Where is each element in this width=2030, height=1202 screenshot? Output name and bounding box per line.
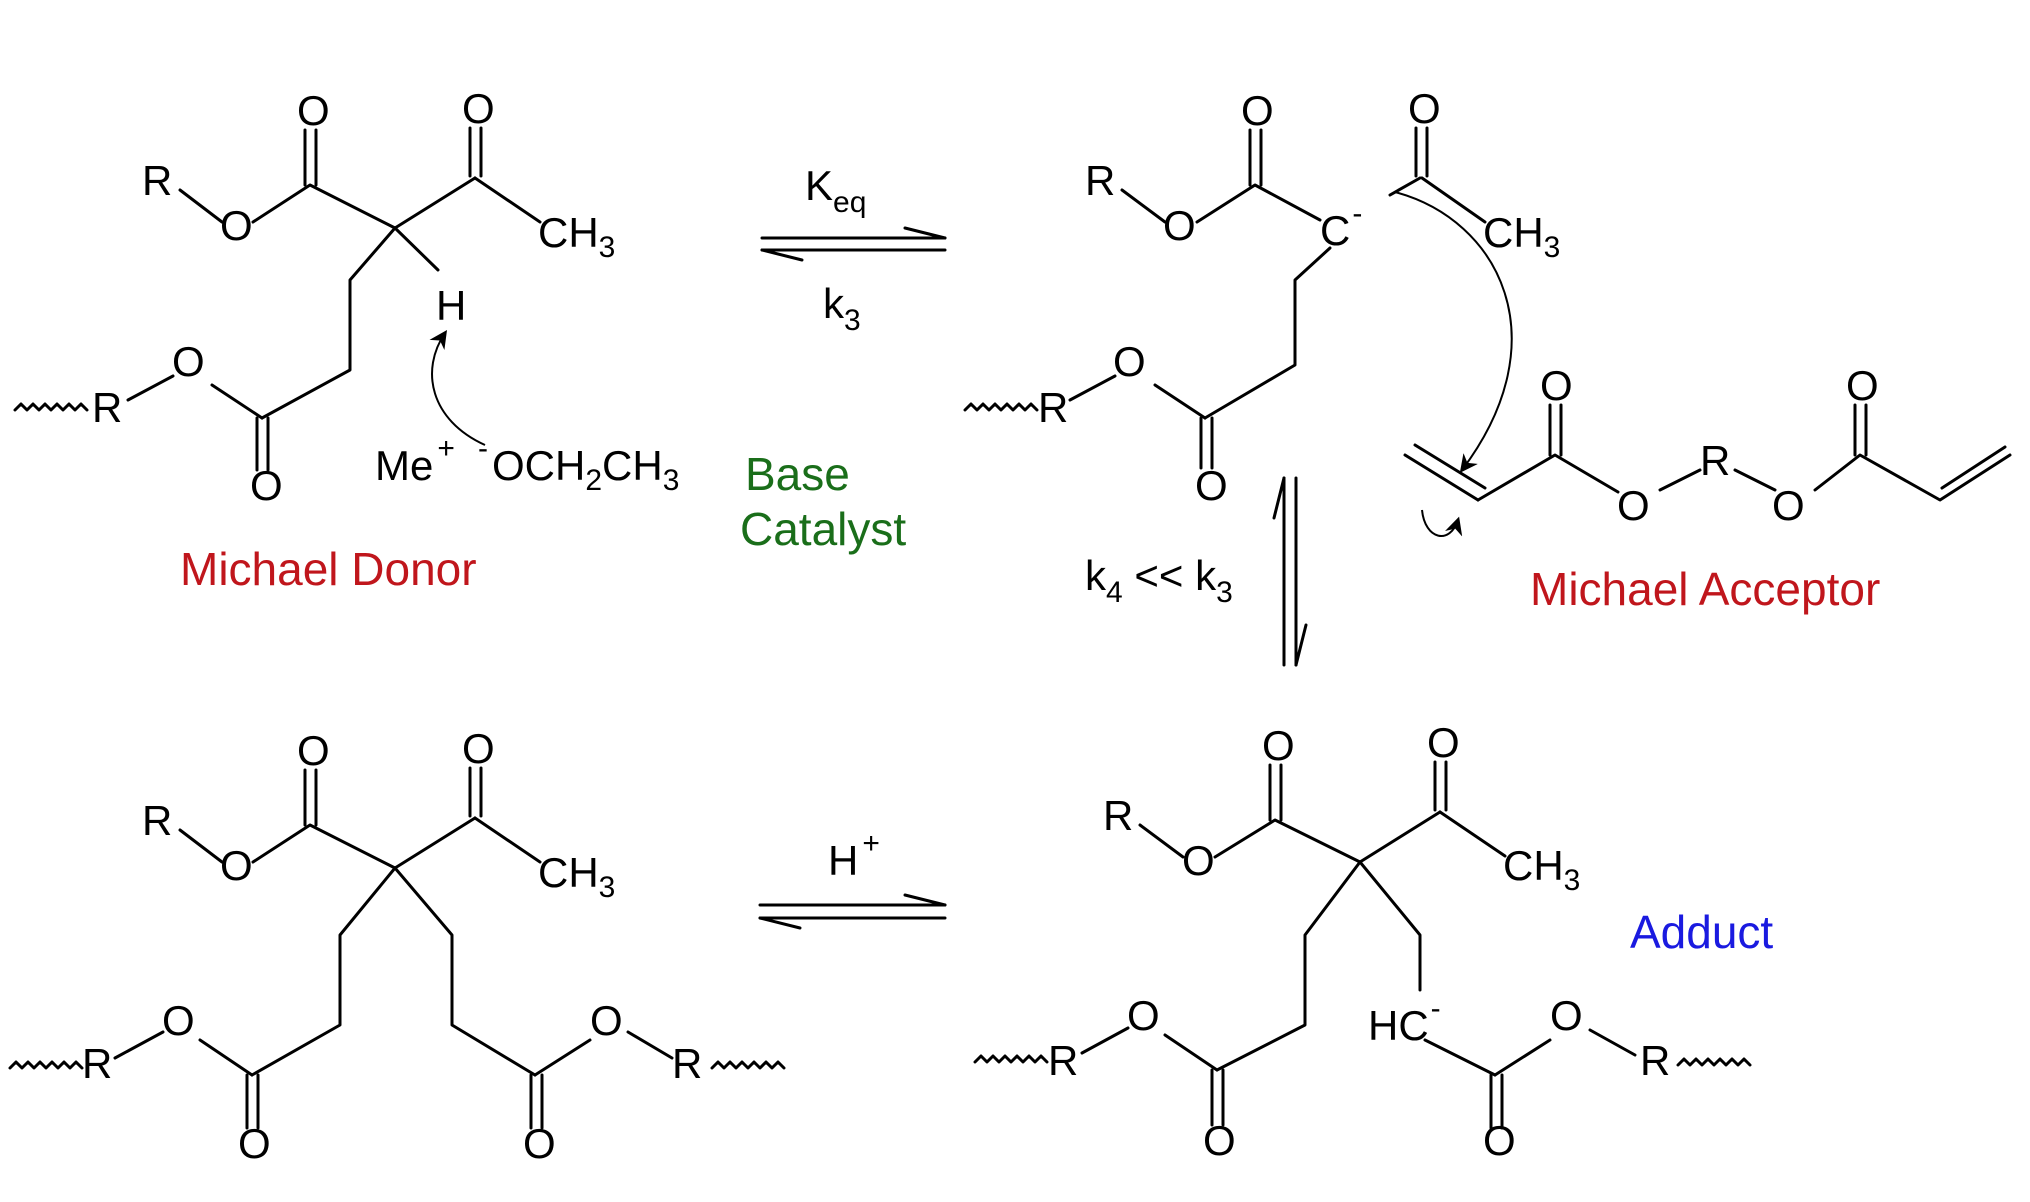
atom-o: O <box>172 338 205 385</box>
atom-o: O <box>1617 482 1650 529</box>
equilibrium-arrow-bottom: H+ <box>758 827 947 930</box>
label-michael-donor: Michael Donor <box>180 543 477 595</box>
enolate-intermediate-structure: R O O O C- CH3 O R O <box>963 85 1560 509</box>
atom-o: O <box>1483 1117 1516 1164</box>
equilibrium-arrow-top: Keq k3 <box>760 162 947 337</box>
atom-r: R <box>1700 437 1730 484</box>
michael-donor-structure: R O O O CH3 H O R O Me+ -OCH2CH3 <box>13 85 679 509</box>
carbanion-c: C- <box>1320 197 1362 254</box>
atom-r: R <box>142 797 172 844</box>
atom-o: O <box>1408 85 1441 132</box>
atom-o: O <box>1163 202 1196 249</box>
atom-o: O <box>1846 362 1879 409</box>
atom-o: O <box>590 997 623 1044</box>
atom-o: O <box>1550 992 1583 1039</box>
atom-o: O <box>1195 462 1228 509</box>
atom-o: O <box>250 462 283 509</box>
label-michael-acceptor: Michael Acceptor <box>1530 563 1880 615</box>
rate-constant-k4-k3: k4 << k3 <box>1085 552 1233 609</box>
atom-o: O <box>162 997 195 1044</box>
atom-o: O <box>297 727 330 774</box>
rate-constant-keq: Keq <box>805 162 866 219</box>
atom-o: O <box>1127 992 1160 1039</box>
atom-r: R <box>82 1040 112 1087</box>
atom-ch3: CH3 <box>538 209 615 264</box>
atom-o: O <box>1203 1117 1236 1164</box>
atom-o: O <box>220 842 253 889</box>
atom-o: O <box>1262 722 1295 769</box>
atom-r: R <box>1038 384 1068 431</box>
atom-r: R <box>1640 1037 1670 1084</box>
ethoxide-base: -OCH2CH3 <box>478 432 679 497</box>
label-catalyst: Catalyst <box>740 503 906 555</box>
atom-o: O <box>462 725 495 772</box>
carbanion-hc: HC- <box>1368 992 1441 1049</box>
adduct-intermediate-structure: R O O O CH3 HC- O R O O R O <box>973 719 1752 1164</box>
atom-h: H <box>436 282 466 329</box>
atom-r: R <box>1048 1037 1078 1084</box>
atom-ch3: CH3 <box>538 849 615 904</box>
atom-o: O <box>297 87 330 134</box>
atom-ch3: CH3 <box>1483 209 1560 264</box>
atom-r: R <box>1103 792 1133 839</box>
atom-o: O <box>1241 87 1274 134</box>
atom-r: R <box>92 384 122 431</box>
atom-r: R <box>142 157 172 204</box>
equilibrium-arrow-vertical: k4 << k3 <box>1085 476 1308 667</box>
michael-acceptor-structure: O O R O O <box>1403 362 2012 537</box>
atom-o: O <box>1427 719 1460 766</box>
rate-constant-k3: k3 <box>823 280 861 337</box>
counter-ion-me: Me+ <box>375 432 455 489</box>
proton-h-plus: H+ <box>828 827 880 884</box>
atom-o: O <box>462 85 495 132</box>
atom-o: O <box>220 202 253 249</box>
atom-o: O <box>238 1120 271 1167</box>
atom-o: O <box>1182 837 1215 884</box>
label-adduct: Adduct <box>1630 906 1773 958</box>
atom-o: O <box>1772 482 1805 529</box>
atom-o: O <box>1113 338 1146 385</box>
atom-o: O <box>523 1120 556 1167</box>
atom-r: R <box>1085 157 1115 204</box>
label-base: Base <box>745 448 850 500</box>
atom-r: R <box>672 1040 702 1087</box>
atom-o: O <box>1540 362 1573 409</box>
atom-ch3: CH3 <box>1503 842 1580 897</box>
bis-adduct-product-structure: R O O O CH3 O R O O R O <box>8 725 786 1167</box>
